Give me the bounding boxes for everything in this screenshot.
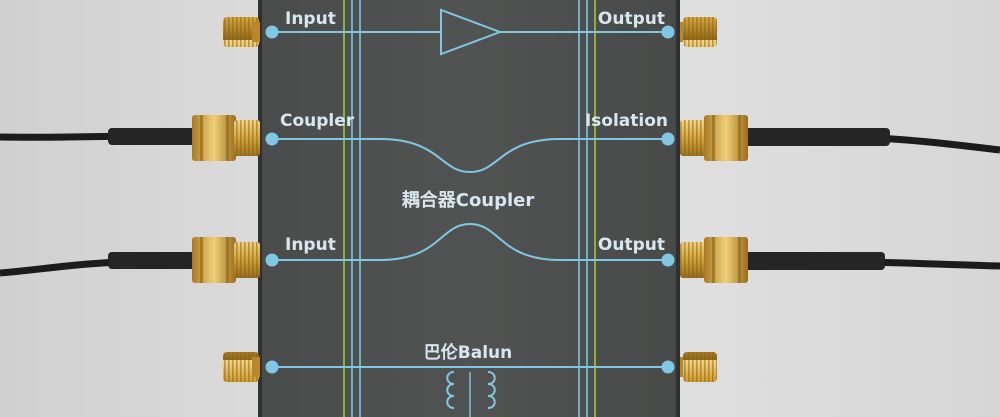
label-row3-right: Output — [598, 235, 665, 255]
label-coupler-title: 耦合器Coupler — [402, 189, 535, 211]
label-balun-title: 巴伦Balun — [424, 342, 512, 363]
amplifier-symbol — [440, 8, 503, 56]
sma-cable-connector-output-right — [680, 237, 748, 283]
pads — [265, 25, 675, 374]
pcb-board — [258, 0, 680, 417]
sma-connector-bottom-right — [680, 352, 717, 382]
right-cables — [745, 128, 1000, 270]
sma-cable-connector-coupler-left — [192, 115, 260, 161]
sma-connector-top-left — [223, 17, 260, 47]
sma-cable-connector-input-left — [192, 237, 260, 283]
board-labels: Input Output Coupler Isolation 耦合器Couple… — [280, 9, 668, 363]
label-row1-left: Input — [285, 9, 336, 29]
label-row2-right: Isolation — [585, 111, 668, 131]
sma-connector-top-right — [680, 17, 717, 47]
sma-cable-connector-isolation-right — [680, 115, 748, 161]
left-cables — [0, 128, 198, 277]
label-row2-left: Coupler — [280, 111, 355, 131]
sma-connector-bottom-left — [223, 352, 260, 382]
label-row1-right: Output — [598, 9, 665, 29]
label-row3-left: Input — [285, 235, 336, 255]
circuit-traces — [272, 8, 668, 417]
